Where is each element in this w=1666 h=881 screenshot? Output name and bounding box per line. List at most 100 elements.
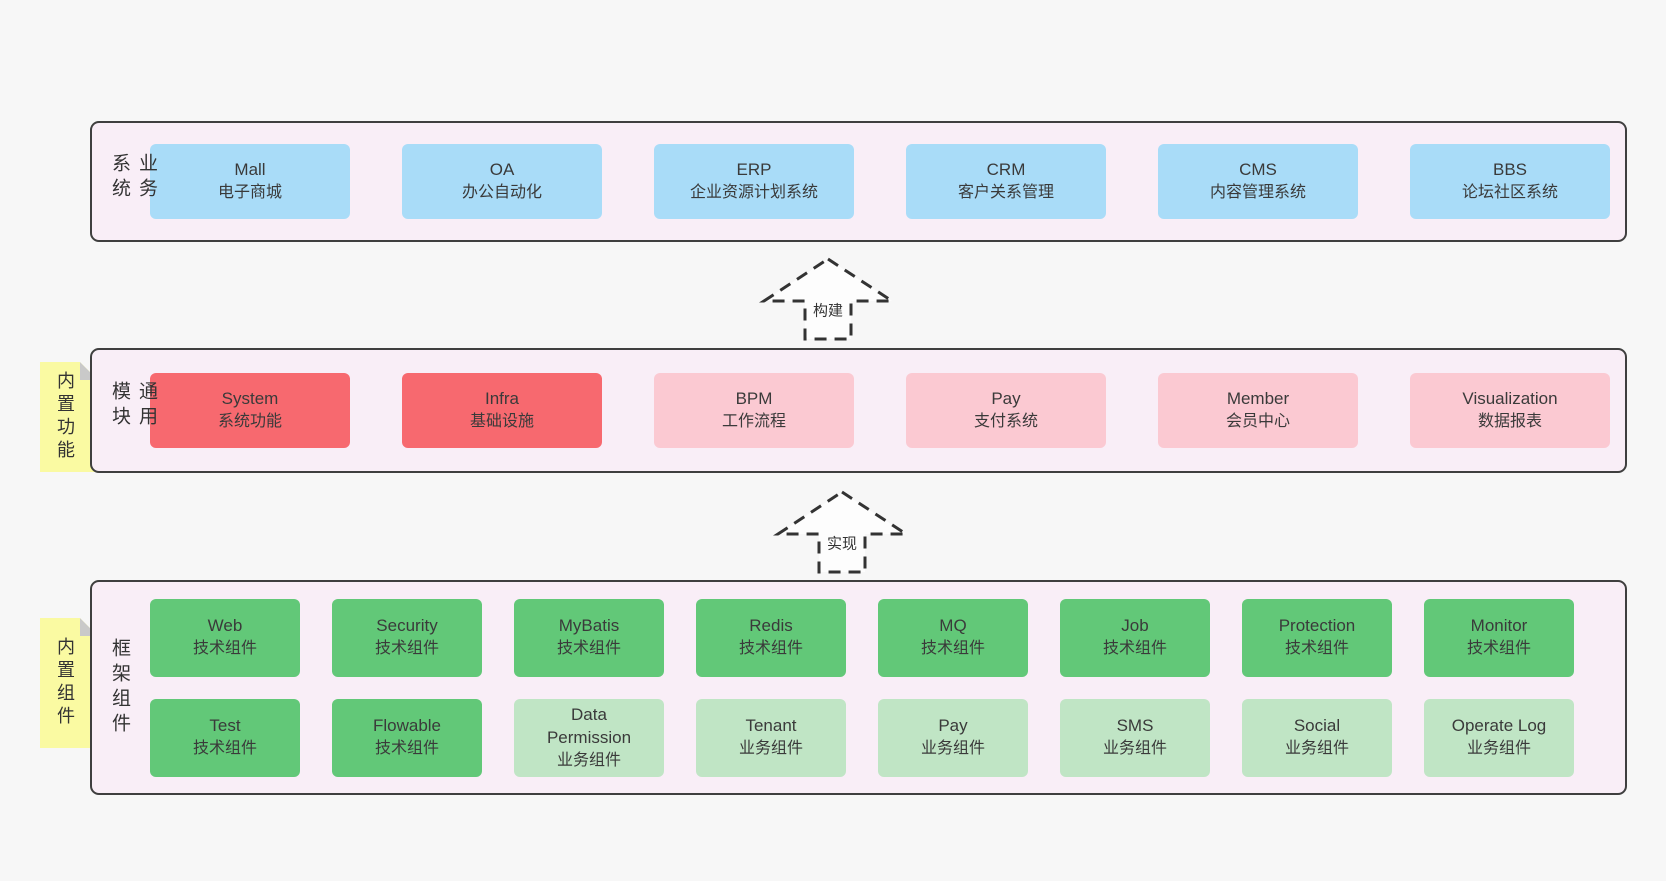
box-title: Protection	[1278, 616, 1356, 636]
box-title: ERP	[736, 160, 772, 180]
box-title: MyBatis	[558, 616, 620, 636]
arrow-label: 实现	[824, 532, 860, 554]
box-subtitle: 企业资源计划系统	[689, 184, 818, 202]
box-title: SMS	[1116, 716, 1154, 736]
box-subtitle: 技术组件	[374, 640, 439, 658]
box-title: Test	[209, 716, 241, 736]
box-subtitle: 技术组件	[556, 640, 621, 658]
box-subtitle: 内容管理系统	[1209, 184, 1306, 202]
box-subtitle: 客户关系管理	[957, 184, 1054, 202]
box-subtitle: 数据报表	[1477, 413, 1542, 431]
box-subtitle: 工作流程	[721, 413, 786, 431]
box-subtitle: 业务组件	[738, 740, 803, 758]
box-title: Security	[376, 616, 438, 636]
section-label: 框架组件	[109, 637, 130, 738]
box-subtitle: 会员中心	[1225, 413, 1290, 431]
box-subtitle: 业务组件	[556, 751, 621, 769]
diagram-box: Mall 电子商城	[150, 144, 350, 219]
box-title: BPM	[735, 389, 773, 409]
box-title: Web	[207, 616, 243, 636]
box-title: CMS	[1239, 160, 1277, 180]
box-title: Flowable	[372, 716, 442, 736]
box-title: Data Permission	[546, 704, 632, 747]
box-subtitle: 电子商城	[217, 184, 282, 202]
diagram-box: Monitor 技术组件	[1424, 598, 1574, 677]
box-title: CRM	[986, 160, 1026, 180]
diagram-box: Web 技术组件	[150, 598, 300, 677]
box-subtitle: 技术组件	[192, 640, 257, 658]
sticky-note-builtin-features: 内置功能	[40, 362, 98, 472]
box-title: Job	[1121, 616, 1149, 636]
box-title: Tenant	[745, 716, 797, 736]
section-business-systems: 业务系统 Mall 电子商城 OA 办公自动化 ERP 企业资源计划系统 CRM 客户关系管理…	[90, 121, 1627, 242]
box-row: Mall 电子商城 OA 办公自动化 ERP 企业资源计划系统 CRM 客户关系管理 CMS 内容…	[150, 144, 1610, 219]
box-subtitle: 系统功能	[217, 413, 282, 431]
dashed-up-arrow-icon	[758, 257, 898, 341]
box-title: BBS	[1492, 160, 1528, 180]
arrow-label: 构建	[810, 299, 846, 321]
diagram-box: CMS 内容管理系统	[1158, 144, 1358, 219]
section-common-modules: 通用模块 System 系统功能 Infra 基础设施 BPM 工作流程 Pay 支付系统 Me…	[90, 348, 1627, 473]
box-title: Pay	[938, 716, 968, 736]
box-subtitle: 业务组件	[1466, 740, 1531, 758]
box-rows: Mall 电子商城 OA 办公自动化 ERP 企业资源计划系统 CRM 客户关系管理 CMS 内容…	[150, 144, 1610, 219]
diagram-box: CRM 客户关系管理	[906, 144, 1106, 219]
sticky-note-label: 内置组件	[55, 637, 75, 729]
box-subtitle: 技术组件	[192, 740, 257, 758]
diagram-box: Pay 支付系统	[906, 373, 1106, 448]
box-subtitle: 业务组件	[1102, 740, 1167, 758]
section-label: 业务系统	[109, 152, 157, 203]
box-subtitle: 支付系统	[973, 413, 1038, 431]
arrow-implement: 实现	[772, 487, 912, 575]
diagram-box: Job 技术组件	[1060, 598, 1210, 677]
diagram-box: SMS 业务组件	[1060, 698, 1210, 777]
diagram-box: Infra 基础设施	[402, 373, 602, 448]
diagram-box: Pay 业务组件	[878, 698, 1028, 777]
diagram-box: BBS 论坛社区系统	[1410, 144, 1610, 219]
sticky-note-label: 内置功能	[55, 371, 75, 463]
diagram-box: Data Permission 业务组件	[514, 698, 664, 777]
diagram-box: OA 办公自动化	[402, 144, 602, 219]
box-subtitle: 论坛社区系统	[1461, 184, 1558, 202]
diagram-box: System 系统功能	[150, 373, 350, 448]
box-subtitle: 技术组件	[1102, 640, 1167, 658]
dashed-up-arrow-icon	[772, 490, 912, 574]
box-title: Infra	[484, 389, 520, 409]
box-title: Redis	[749, 616, 793, 636]
diagram-box: Test 技术组件	[150, 698, 300, 777]
diagram-box: BPM 工作流程	[654, 373, 854, 448]
box-subtitle: 办公自动化	[461, 184, 542, 202]
box-title: MQ	[939, 616, 967, 636]
diagram-box: Tenant 业务组件	[696, 698, 846, 777]
box-title: System	[221, 389, 279, 409]
box-subtitle: 技术组件	[1466, 640, 1531, 658]
section-label: 通用模块	[109, 380, 157, 431]
box-title: Monitor	[1470, 616, 1528, 636]
diagram-box: Protection 技术组件	[1242, 598, 1392, 677]
diagram-box: Security 技术组件	[332, 598, 482, 677]
section-framework-components: 框架组件 Web 技术组件 Security 技术组件 MyBatis 技术组件 Redis…	[90, 580, 1627, 795]
diagram-box: MQ 技术组件	[878, 598, 1028, 677]
box-subtitle: 技术组件	[920, 640, 985, 658]
box-title: Social	[1293, 716, 1341, 736]
diagram-box: ERP 企业资源计划系统	[654, 144, 854, 219]
box-subtitle: 业务组件	[1284, 740, 1349, 758]
box-title: Pay	[991, 389, 1021, 409]
box-subtitle: 技术组件	[1284, 640, 1349, 658]
box-title: OA	[489, 160, 515, 180]
diagram-box: MyBatis 技术组件	[514, 598, 664, 677]
box-subtitle: 业务组件	[920, 740, 985, 758]
box-subtitle: 基础设施	[469, 413, 534, 431]
box-title: Mall	[234, 160, 266, 180]
